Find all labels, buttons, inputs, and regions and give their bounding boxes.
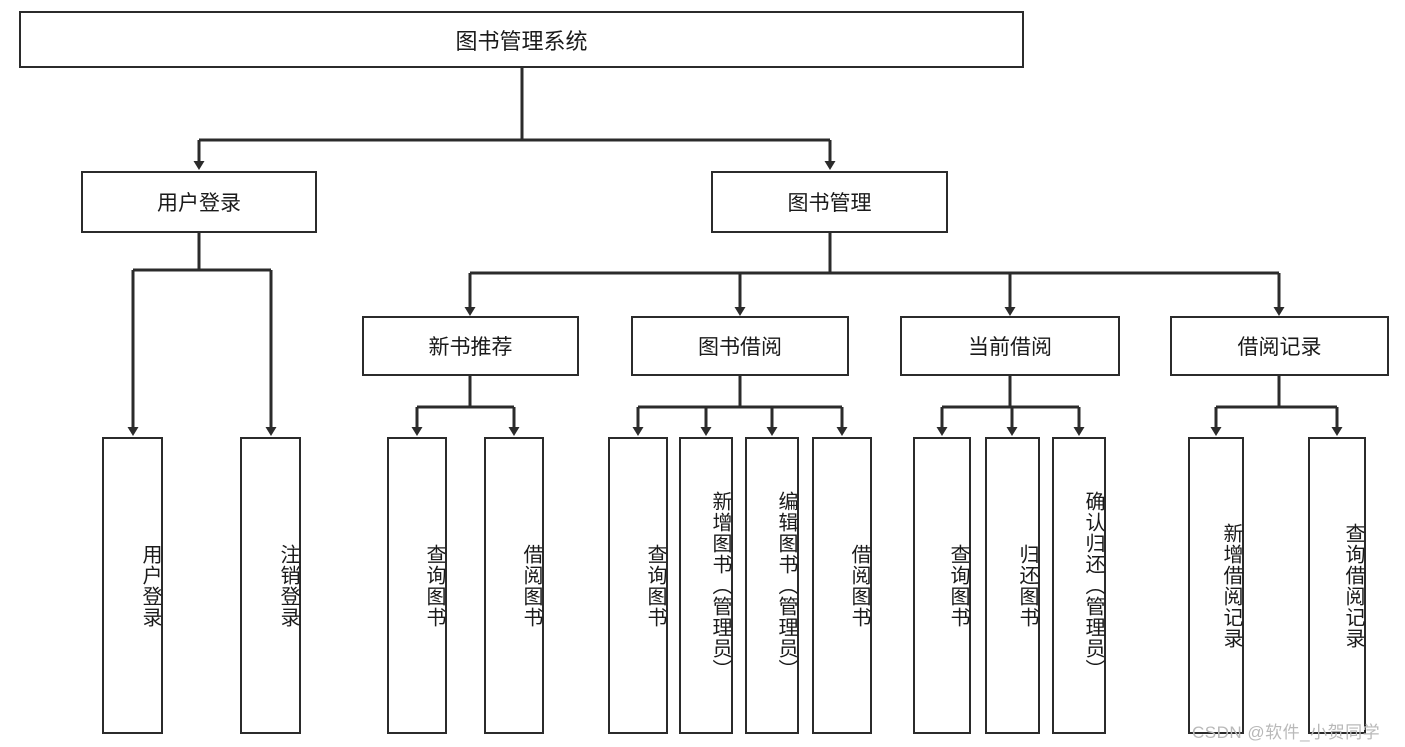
edge-group-current-borrow	[936, 376, 1085, 436]
node-borrow-edit-book[interactable]: 编辑图书（管理员）	[745, 437, 799, 734]
edge-group-user-login	[127, 233, 277, 436]
node-current-return-book-label: 归还图书	[1016, 543, 1038, 628]
node-user-login-label: 用户登录	[157, 192, 241, 215]
node-borrow-add-book-label: 新增图书（管理员）	[709, 491, 731, 680]
node-record-add-borrow[interactable]: 新增借阅记录	[1188, 437, 1244, 734]
node-user-login[interactable]: 用户登录	[81, 171, 317, 233]
node-current-borrow[interactable]: 当前借阅	[900, 316, 1120, 376]
node-borrow-record-label: 借阅记录	[1237, 336, 1322, 359]
node-borrow-borrow-book-label: 借阅图书	[848, 543, 870, 628]
node-user-login-action-label: 用户登录	[139, 543, 161, 628]
node-new-book-recommend[interactable]: 新书推荐	[362, 316, 579, 376]
node-borrow-record[interactable]: 借阅记录	[1170, 316, 1389, 376]
watermark: CSDN @软件_小贺同学	[1192, 723, 1381, 742]
edge-group-new-book-recommend	[411, 376, 520, 436]
node-book-borrow-label: 图书借阅	[698, 336, 782, 359]
edge-group-root	[193, 68, 836, 170]
node-current-return-book[interactable]: 归还图书	[985, 437, 1040, 734]
node-user-login-action[interactable]: 用户登录	[102, 437, 163, 734]
node-borrow-borrow-book[interactable]: 借阅图书	[812, 437, 872, 734]
node-borrow-edit-book-label: 编辑图书（管理员）	[775, 491, 797, 680]
node-book-borrow[interactable]: 图书借阅	[631, 316, 849, 376]
node-root-label: 图书管理系统	[455, 28, 588, 54]
node-new-book-recommend-label: 新书推荐	[428, 336, 513, 359]
node-recommend-borrow-book[interactable]: 借阅图书	[484, 437, 544, 734]
node-recommend-query-book-label: 查询图书	[423, 543, 445, 628]
edge-group-book-management	[464, 233, 1285, 316]
node-current-confirm-return[interactable]: 确认归还（管理员）	[1052, 437, 1106, 734]
node-record-add-borrow-label: 新增借阅记录	[1220, 522, 1242, 649]
node-borrow-query-book-label: 查询图书	[644, 543, 666, 628]
node-current-query-book-label: 查询图书	[947, 543, 969, 628]
node-record-query-borrow[interactable]: 查询借阅记录	[1308, 437, 1366, 734]
node-root[interactable]: 图书管理系统	[19, 11, 1024, 68]
node-borrow-query-book[interactable]: 查询图书	[608, 437, 668, 734]
node-current-query-book[interactable]: 查询图书	[913, 437, 971, 734]
node-current-confirm-return-label: 确认归还（管理员）	[1082, 491, 1104, 680]
node-book-management-label: 图书管理	[787, 192, 872, 215]
node-recommend-borrow-book-label: 借阅图书	[520, 543, 542, 628]
node-borrow-add-book[interactable]: 新增图书（管理员）	[679, 437, 733, 734]
node-user-logout-action[interactable]: 注销登录	[240, 437, 301, 734]
node-user-logout-action-label: 注销登录	[277, 543, 299, 628]
edge-group-book-borrow	[632, 376, 848, 436]
edge-group-borrow-record	[1210, 376, 1343, 436]
node-record-query-borrow-label: 查询借阅记录	[1342, 522, 1364, 649]
node-current-borrow-label: 当前借阅	[968, 336, 1052, 359]
node-recommend-query-book[interactable]: 查询图书	[387, 437, 447, 734]
node-book-management[interactable]: 图书管理	[711, 171, 948, 233]
